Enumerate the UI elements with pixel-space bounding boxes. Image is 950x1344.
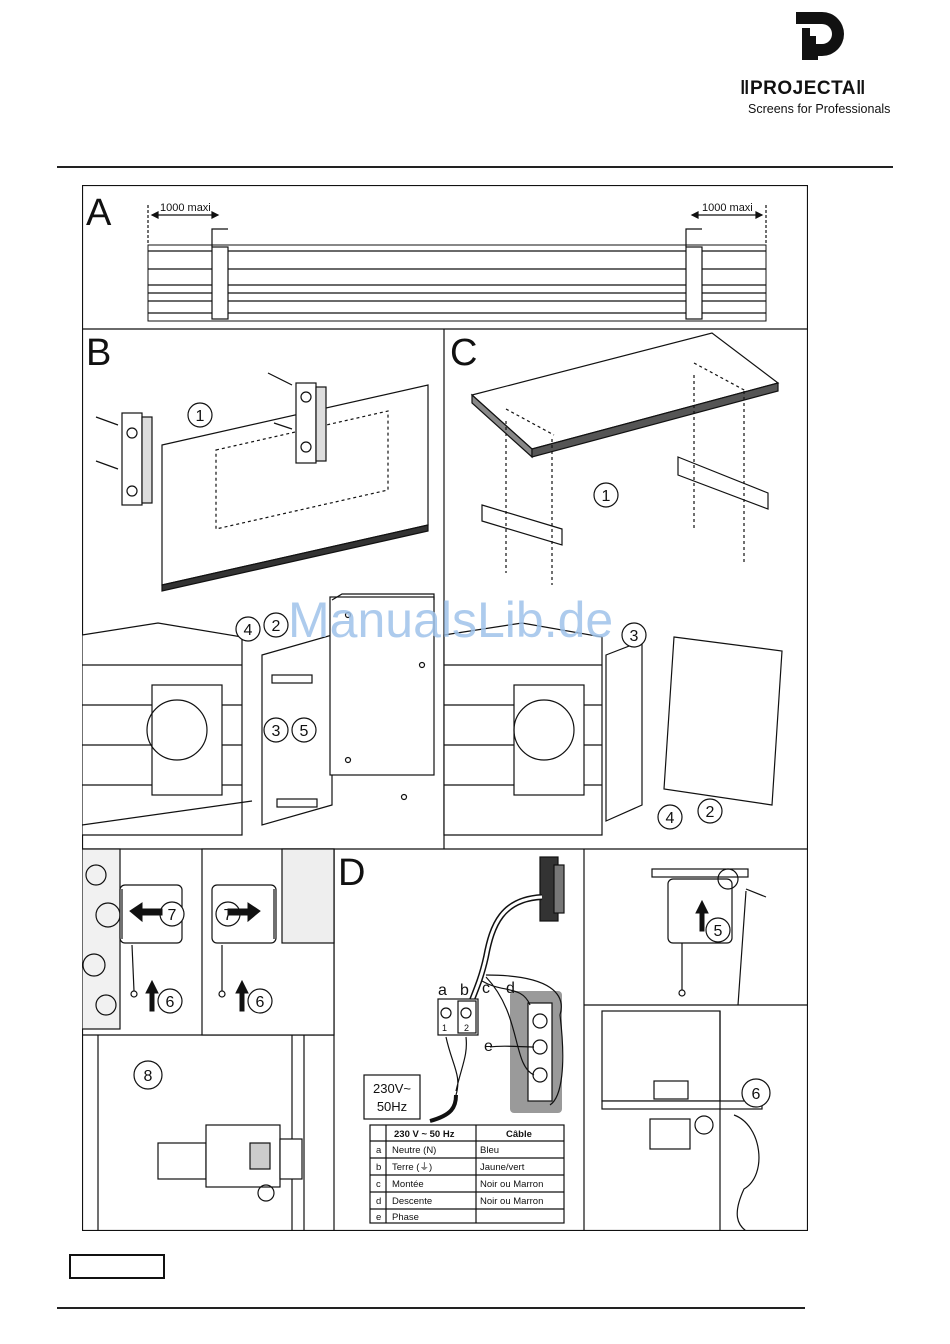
terminal-number-1: 1 (442, 1023, 447, 1033)
callout-b-2: 2 (272, 618, 281, 635)
panel-c-letter: C (450, 332, 477, 374)
wire-label-c: c (482, 980, 490, 997)
header-divider (57, 166, 893, 168)
callout-side-6b: 6 (256, 994, 265, 1011)
footer-divider (57, 1307, 805, 1309)
callout-c-1: 1 (602, 488, 611, 505)
wiring-row-1-cable: Jaune/vert (480, 1162, 525, 1173)
callout-b-4: 4 (244, 622, 253, 639)
wiring-row-2-key: c (376, 1179, 381, 1190)
wiring-row-3-func: Descente (392, 1196, 432, 1207)
wiring-row-2-cable: Noir ou Marron (480, 1179, 543, 1190)
callout-c-2: 2 (706, 804, 715, 821)
callout-c-4: 4 (666, 810, 675, 827)
callout-right-6: 6 (752, 1086, 761, 1103)
page-number-box (69, 1254, 165, 1279)
wiring-table-header-1: 230 V ~ 50 Hz (394, 1129, 455, 1140)
callout-b-1: 1 (196, 408, 205, 425)
panel-a-dim-left: 1000 maxi (160, 202, 211, 214)
wire-label-e: e (484, 1038, 493, 1055)
callout-side-8: 8 (144, 1068, 153, 1085)
wiring-row-1-func: Terre (⏚) (392, 1162, 432, 1173)
wiring-row-3-key: d (376, 1196, 381, 1207)
wiring-table-header-2: Câble (506, 1129, 532, 1140)
wiring-row-0-func: Neutre (N) (392, 1145, 436, 1156)
wiring-row-2-func: Montée (392, 1179, 424, 1190)
panel-a-dim-right: 1000 maxi (702, 202, 753, 214)
callout-c-3: 3 (630, 628, 639, 645)
brand-block: ‖PROJECTA‖ Screens for Professionals (740, 79, 900, 117)
panel-b-letter: B (86, 332, 111, 374)
panel-d-letter: D (338, 852, 365, 894)
brand-tagline: Screens for Professionals (748, 101, 900, 117)
wiring-row-0-cable: Bleu (480, 1145, 499, 1156)
callout-side-6a: 6 (166, 994, 175, 1011)
panel-a-letter: A (86, 192, 112, 234)
callout-b-3: 3 (272, 723, 281, 740)
wiring-row-4-key: e (376, 1212, 381, 1223)
callout-right-5: 5 (714, 923, 723, 940)
wiring-row-3-cable: Noir ou Marron (480, 1196, 543, 1207)
terminal-number-2: 2 (464, 1023, 469, 1033)
callout-b-5: 5 (300, 723, 309, 740)
wire-label-d: d (506, 980, 515, 997)
wire-label-b: b (460, 982, 469, 999)
wiring-row-4-func: Phase (392, 1212, 419, 1223)
supply-frequency: 50Hz (377, 1099, 407, 1114)
wiring-row-1-key: b (376, 1162, 381, 1173)
supply-voltage: 230V~ (373, 1081, 411, 1096)
installation-figure: A B C D 1000 maxi 1000 maxi 1 4 2 3 5 1 … (82, 185, 808, 1231)
wiring-row-0-key: a (376, 1145, 382, 1156)
projecta-logo-icon (792, 10, 848, 62)
brand-name: ‖PROJECTA‖ (740, 79, 900, 99)
callout-side-7a: 7 (168, 907, 177, 924)
wire-label-a: a (438, 982, 447, 999)
watermark: ManualsLib.de (288, 592, 613, 648)
